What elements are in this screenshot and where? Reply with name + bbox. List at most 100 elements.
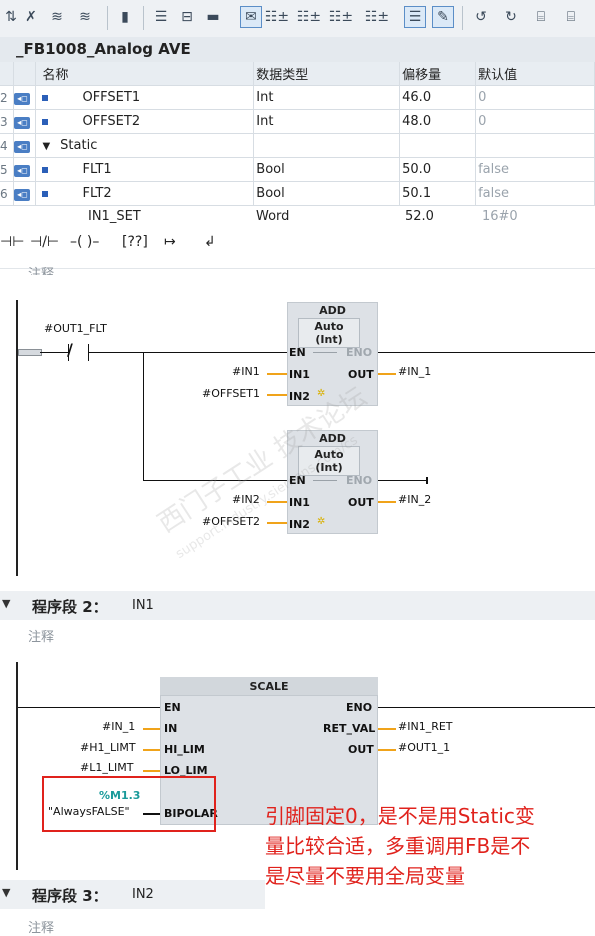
list-icon[interactable]: ☰ — [154, 9, 168, 25]
param-default[interactable]: 0 — [475, 109, 595, 134]
comment-icon[interactable]: ✉ — [240, 6, 262, 28]
delete-row-icon[interactable]: ≋ — [51, 9, 63, 25]
table-row[interactable]: 6 ◂◻ FLT2 Bool 50.1 false — [0, 181, 595, 206]
annotation-line-3: 是尽量不要用全局变量 — [265, 864, 465, 888]
symbol-info-icon[interactable]: ☷± — [328, 9, 354, 25]
col-header-offset[interactable]: 偏移量 — [399, 62, 477, 86]
scale-hilim-operand[interactable]: #H1_LIMT — [80, 741, 136, 754]
network2-comment[interactable]: 注释 — [28, 630, 55, 645]
scale-title: SCALE — [249, 680, 289, 693]
goto-icon[interactable]: ↺ — [475, 9, 487, 25]
add1-in2-operand[interactable]: #OFFSET1 — [202, 387, 260, 400]
scale-retval-operand[interactable]: #IN1_RET — [398, 720, 453, 733]
empty-box-icon[interactable]: [??] — [122, 234, 148, 250]
contact-operand[interactable]: #OUT1_FLT — [44, 322, 107, 335]
add2-datatype[interactable]: Auto (Int) — [298, 446, 360, 476]
absolute-operand-icon[interactable]: ☷± — [264, 9, 290, 25]
row-number: 5 — [0, 157, 15, 182]
open-branch-icon[interactable]: ↦ — [164, 234, 176, 250]
col-header-name[interactable]: 名称 — [35, 62, 255, 86]
scale-block[interactable] — [160, 677, 378, 825]
param-type[interactable]: Int — [253, 85, 401, 110]
table-row[interactable]: 2 ◂◻ OFFSET1 Int 46.0 0 — [0, 85, 595, 110]
param-type[interactable]: Int — [253, 109, 401, 134]
scale-out-operand[interactable]: #OUT1_1 — [398, 741, 451, 754]
symbolic-icon[interactable]: ☷± — [296, 9, 322, 25]
block-title-bar: _FB1008_Analog AVE — [0, 37, 595, 62]
annotation-line-1: 引脚固定0，是不是用Static变 — [265, 804, 535, 828]
update-icon[interactable]: ≋ — [79, 9, 91, 25]
param-offset: 50.0 — [399, 157, 477, 182]
no-contact-icon[interactable]: ⊣⊢ — [0, 234, 25, 250]
network-collapse-icon[interactable]: ▬ — [206, 9, 220, 25]
close-branch-icon[interactable]: ↲ — [204, 234, 216, 250]
monitor-icon[interactable]: ⌸ — [536, 9, 546, 25]
add1-in1-pin: IN1 — [289, 368, 310, 381]
section-name: Static — [60, 138, 98, 153]
insert-row-icon[interactable]: ✗ — [25, 9, 37, 25]
monitor-off-icon[interactable]: ⌸ — [566, 9, 576, 25]
scale-retval-pin: RET_VAL — [323, 722, 376, 735]
input-param-icon: ◂◻ — [14, 93, 31, 105]
add2-out-operand[interactable]: #IN_2 — [398, 493, 432, 506]
bullet-icon — [42, 191, 49, 197]
add1-out-operand[interactable]: #IN_1 — [398, 365, 432, 378]
network1-comment[interactable]: 注释 — [28, 267, 55, 275]
add1-in1-operand[interactable]: #IN1 — [232, 365, 260, 378]
nc-contact[interactable]: / — [67, 340, 73, 359]
network3-header[interactable]: ▼ 程序段 3： IN2 — [0, 880, 265, 909]
static-section-icon: ◂◻ — [14, 141, 31, 153]
row-number: 4 — [0, 133, 15, 158]
list-view-icon[interactable]: ☰ — [404, 6, 426, 28]
scale-bipolar-operand[interactable]: "AlwaysFALSE" — [48, 805, 130, 818]
param-default[interactable]: false — [475, 181, 595, 206]
collapse-arrow-icon[interactable]: ▼ — [2, 886, 11, 899]
nc-contact-icon[interactable]: ⊣/⊢ — [30, 234, 60, 250]
coil-icon[interactable]: –( )– — [70, 234, 100, 250]
col-header-default[interactable]: 默认值 — [475, 62, 595, 86]
go-next-icon[interactable]: ↻ — [505, 9, 517, 25]
add1-datatype[interactable]: Auto (Int) — [298, 318, 360, 348]
table-row[interactable]: 3 ◂◻ OFFSET2 Int 48.0 0 — [0, 109, 595, 134]
highlight-box — [42, 776, 216, 832]
scale-eno-pin: ENO — [346, 701, 373, 714]
symbol-table-icon[interactable]: ☷± — [364, 9, 390, 25]
collapse-triangle-icon[interactable]: ▼ — [42, 141, 51, 152]
param-offset: 52.0 — [405, 209, 434, 224]
favorites-icon[interactable]: ✎ — [432, 6, 454, 28]
table-row[interactable]: 4 ◂◻ ▼ Static — [0, 133, 595, 158]
param-default[interactable]: false — [475, 157, 595, 182]
bullet-icon — [42, 119, 49, 125]
param-type[interactable]: Bool — [253, 157, 401, 182]
add-input-icon[interactable]: ✲ — [317, 388, 326, 399]
add2-in2-operand[interactable]: #OFFSET2 — [202, 515, 260, 528]
interface-table: 名称 数据类型 偏移量 默认值 2 ◂◻ OFFSET1 Int 46.0 0 … — [0, 62, 595, 206]
power-rail — [16, 300, 18, 576]
add2-in1-operand[interactable]: #IN2 — [232, 493, 260, 506]
add2-in1-pin: IN1 — [289, 496, 310, 509]
col-header-type[interactable]: 数据类型 — [253, 62, 401, 86]
collapse-arrow-icon[interactable]: ▼ — [2, 597, 11, 610]
param-offset: 46.0 — [399, 85, 477, 110]
add-input-icon[interactable]: ✲ — [317, 516, 326, 527]
power-rail — [16, 662, 18, 870]
add1-out-pin: OUT — [348, 368, 374, 381]
row-number: 3 — [0, 109, 15, 134]
scale-lolim-operand[interactable]: #L1_LIMT — [80, 761, 134, 774]
network2-header[interactable]: ▼ 程序段 2： IN1 — [0, 591, 595, 620]
param-type[interactable]: Bool — [253, 181, 401, 206]
network2-title[interactable]: IN1 — [132, 598, 154, 613]
compare-icon[interactable]: ▮ — [121, 9, 129, 25]
sort-icon[interactable]: ⇅ — [5, 9, 17, 25]
add2-eno-pin: ENO — [346, 474, 373, 487]
scale-in-operand[interactable]: #IN_1 — [102, 720, 136, 733]
network3-comment[interactable]: 注释 — [28, 921, 55, 936]
add1-en-pin: EN — [289, 346, 306, 359]
network3-title[interactable]: IN2 — [132, 887, 154, 902]
row-number: 2 — [0, 85, 15, 110]
table-row[interactable]: 5 ◂◻ FLT1 Bool 50.0 false — [0, 157, 595, 182]
scale-en-pin: EN — [164, 701, 181, 714]
bipolar-address[interactable]: %M1.3 — [99, 789, 141, 802]
network-expand-icon[interactable]: ⊟ — [181, 9, 193, 25]
param-default[interactable]: 0 — [475, 85, 595, 110]
